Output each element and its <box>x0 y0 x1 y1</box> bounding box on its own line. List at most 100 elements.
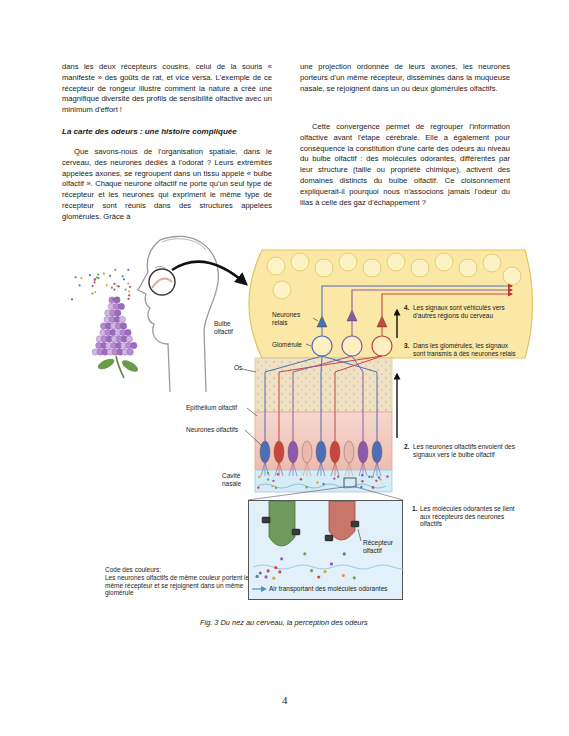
cilium <box>317 462 321 476</box>
olfactory-neuron <box>330 441 340 463</box>
lilac-floret <box>114 297 120 303</box>
odor-molecule <box>353 576 356 579</box>
lilac-floret <box>127 349 133 355</box>
odor-molecule <box>114 269 116 271</box>
odor-molecule <box>258 476 260 478</box>
lilac-floret <box>118 303 124 309</box>
tissue <box>255 358 392 492</box>
callout-number: 2. <box>404 443 409 451</box>
neuron-ending <box>269 501 295 546</box>
cilium <box>293 462 297 476</box>
callout-text: Les molécules odorantes se lient aux réc… <box>420 505 522 528</box>
air-wave <box>253 565 404 569</box>
glomerulus <box>459 259 477 277</box>
cilium <box>349 462 353 476</box>
odor-molecule <box>277 473 279 475</box>
glomerulus <box>315 259 333 277</box>
odor-molecule <box>128 290 130 292</box>
olfactory-neuron <box>372 441 382 463</box>
head-back <box>160 236 218 392</box>
cilium <box>359 462 363 476</box>
olfactory-neuron <box>358 441 368 463</box>
glomerulus <box>363 259 381 277</box>
glomerulus <box>411 259 429 277</box>
glomeruli <box>267 253 521 356</box>
odor-molecule <box>94 279 96 281</box>
odor-molecule <box>128 294 130 296</box>
relay-neuron <box>347 310 357 321</box>
odor-molecule <box>360 486 362 488</box>
odor-molecule <box>122 275 124 277</box>
zoom-lines <box>248 478 403 500</box>
part-label: Glomérule <box>272 341 302 349</box>
relay-dendrite <box>322 327 323 336</box>
odor-molecule <box>113 289 115 291</box>
leader-line <box>306 344 311 346</box>
odor-molecule <box>127 269 129 271</box>
step-arrows <box>397 310 398 438</box>
odor-molecule <box>343 552 346 555</box>
page-number: 4 <box>282 694 288 706</box>
odor-molecule <box>267 478 269 480</box>
callout-number: 3. <box>404 342 409 350</box>
odor-molecule <box>89 274 91 276</box>
leader-line <box>247 408 257 416</box>
glomerulus <box>483 254 501 272</box>
step-arrow <box>396 374 397 438</box>
cilium <box>363 462 367 476</box>
air-wave <box>258 484 386 488</box>
lilac-floret <box>131 342 137 348</box>
odor-molecule <box>75 276 77 278</box>
hair-line <box>162 239 206 250</box>
face-profile <box>138 240 170 392</box>
bulb-shape <box>249 250 533 358</box>
odor-molecule <box>71 298 73 300</box>
active-glomerulus <box>372 336 392 356</box>
olfactory-bulb <box>249 250 533 358</box>
odor-molecule <box>305 486 307 488</box>
odor-molecule <box>92 285 94 287</box>
leader-line <box>242 369 256 372</box>
note-heading: Code des couleurs: <box>105 566 255 574</box>
relay-neuron <box>377 316 387 327</box>
lilac-floret <box>125 329 131 335</box>
cilium <box>279 462 283 476</box>
odor-molecule <box>111 287 113 289</box>
odor-molecule <box>124 288 126 290</box>
neuron-axon <box>322 356 377 441</box>
odor-molecule <box>316 481 318 483</box>
glomerulus <box>273 281 291 299</box>
odor-molecule <box>272 577 275 580</box>
zoom-inset: Récepteur olfactifAir transportant des m… <box>248 500 403 600</box>
odor-molecule <box>278 570 281 573</box>
part-label: Cavité nasale <box>222 472 254 487</box>
neuron-axon <box>279 356 382 441</box>
odor-molecules <box>257 472 389 489</box>
odor-molecule <box>303 552 306 555</box>
odor-molecule <box>257 486 259 488</box>
cilium <box>373 462 377 476</box>
cilium <box>261 462 265 476</box>
glomerulus <box>435 253 453 271</box>
odor-molecule <box>112 298 114 300</box>
odor-molecule <box>368 476 370 478</box>
neuron-axon <box>335 356 382 441</box>
leader-line <box>245 430 262 446</box>
section-heading: La carte des odeurs : une histoire compl… <box>62 127 272 137</box>
part-label: Bulbe olfactif <box>214 320 248 335</box>
glomerulus <box>339 253 357 271</box>
zoom-line <box>356 487 403 500</box>
olfactory-neuron <box>316 441 326 463</box>
odor-molecule <box>103 273 105 275</box>
nasal-tissue <box>152 279 172 288</box>
callout-number: 4. <box>404 304 409 312</box>
cilium <box>335 462 339 476</box>
cilium <box>321 462 325 476</box>
part-label: Neurones relais <box>272 311 312 326</box>
head-drawing <box>138 236 246 392</box>
odor-molecule <box>272 480 274 482</box>
note-text: Les neurones olfactifs de même couleur p… <box>105 574 255 597</box>
neurons <box>260 356 382 476</box>
eye-line <box>155 267 165 269</box>
cilium <box>345 462 349 476</box>
